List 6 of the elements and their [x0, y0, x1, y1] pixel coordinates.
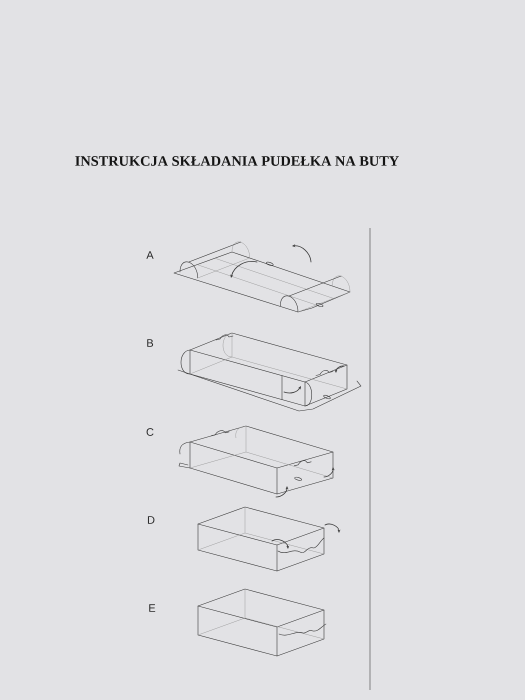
step-letter: D: [148, 516, 154, 524]
step-letter: C: [146, 428, 154, 436]
step-letter: B: [147, 339, 154, 347]
step-letter: E: [149, 604, 156, 612]
step-letter: A: [146, 251, 154, 259]
heading: INSTRUKCJA SKŁADANIA PUDEŁKA NA BUTY: [75, 156, 399, 166]
